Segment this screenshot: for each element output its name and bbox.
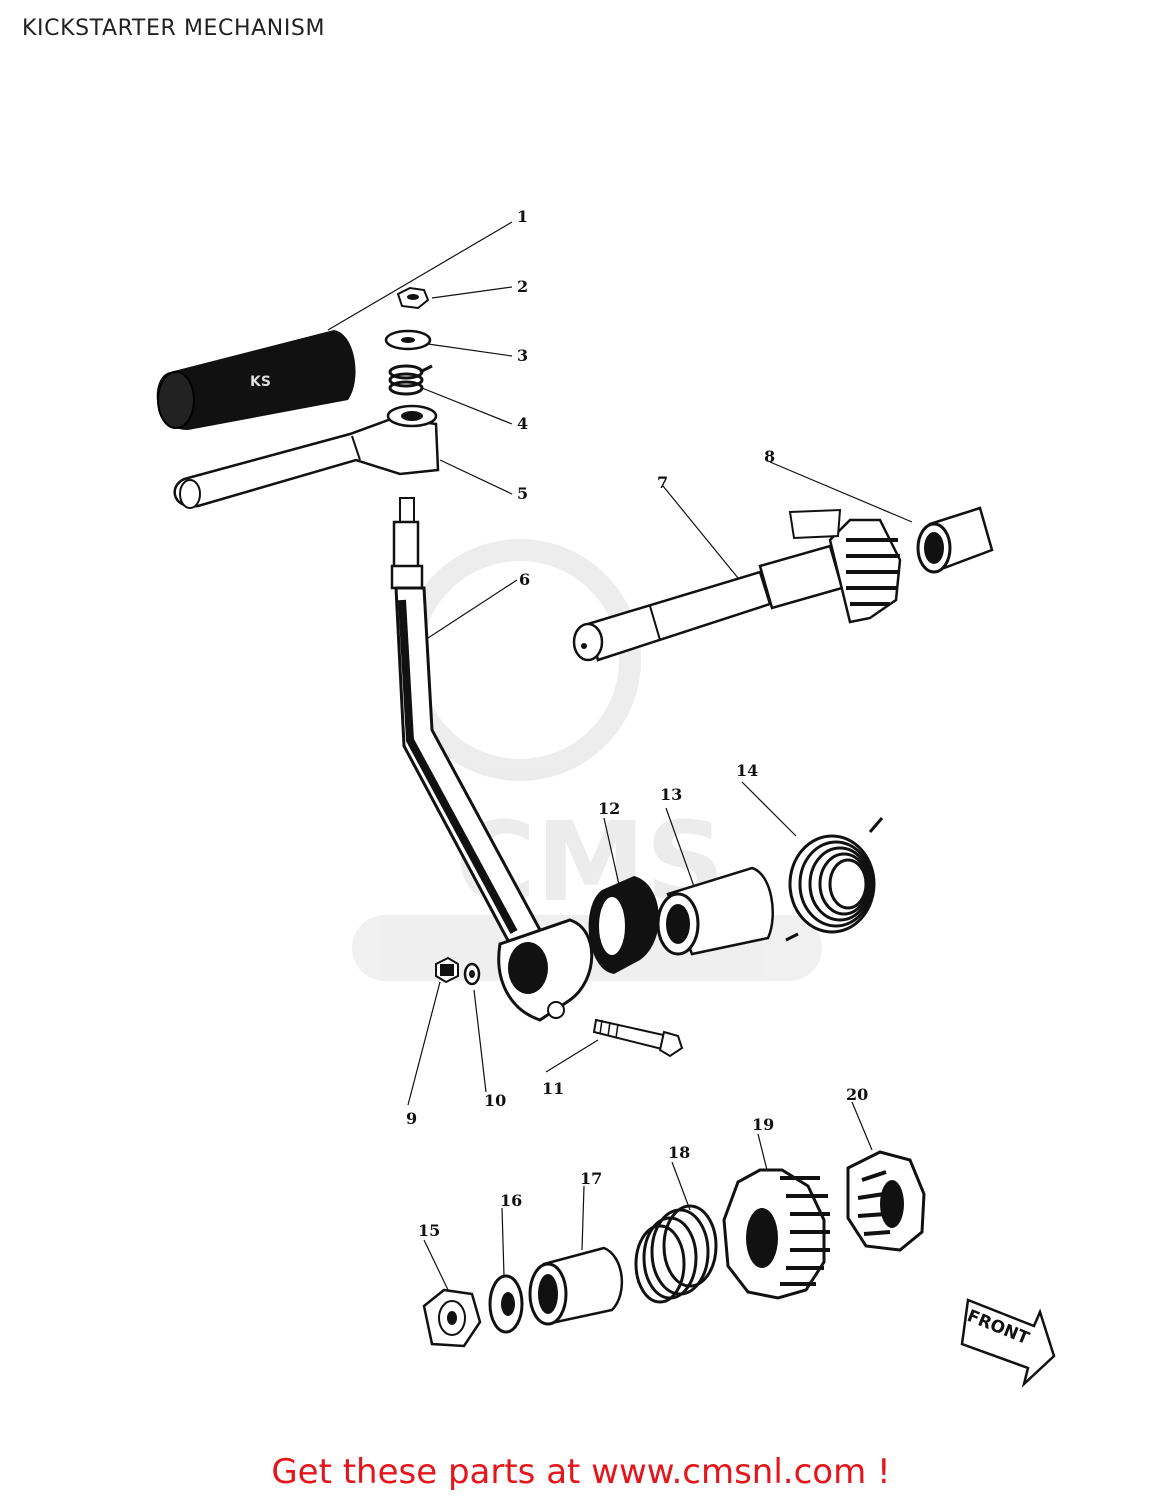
callout-3: 3 <box>517 346 528 365</box>
callout-14: 14 <box>736 761 758 780</box>
part-1-kick-rubber: KS <box>156 330 356 430</box>
part-16-washer <box>488 1274 524 1334</box>
part-9-nut <box>435 956 459 984</box>
callout-15: 15 <box>418 1221 440 1240</box>
callout-11: 11 <box>542 1079 564 1098</box>
part-19-kick-gear <box>722 1168 830 1300</box>
callout-9: 9 <box>406 1109 417 1128</box>
callout-13: 13 <box>660 785 682 804</box>
callout-19: 19 <box>752 1115 774 1134</box>
callout-17: 17 <box>580 1169 602 1188</box>
svg-text:KS: KS <box>250 374 271 390</box>
part-6-kick-lever <box>390 497 594 1022</box>
part-8-collar <box>916 506 994 574</box>
callout-8: 8 <box>764 447 775 466</box>
part-14-return-spring <box>785 817 884 942</box>
footer-link[interactable]: Get these parts at www.cmsnl.com ! <box>271 1452 891 1492</box>
part-4-spring <box>388 364 433 396</box>
part-20-ratchet <box>846 1150 926 1252</box>
callout-12: 12 <box>598 799 620 818</box>
page-title: KICKSTARTER MECHANISM <box>22 16 326 41</box>
part-10-washer <box>463 962 481 986</box>
callout-6: 6 <box>519 570 530 589</box>
callout-10: 10 <box>484 1091 506 1110</box>
front-direction-arrow: FRONT <box>960 1298 1056 1388</box>
part-7-kick-shaft <box>572 508 902 662</box>
part-2-nut <box>396 286 430 310</box>
callout-7: 7 <box>657 473 668 492</box>
callout-1: 1 <box>517 207 528 226</box>
callout-2: 2 <box>517 277 528 296</box>
callout-18: 18 <box>668 1143 690 1162</box>
part-3-washer <box>384 329 432 351</box>
part-5-kick-pedal-arm <box>173 404 440 509</box>
callout-16: 16 <box>500 1191 522 1210</box>
exploded-parts-diagram: CMS KS <box>156 207 1056 1388</box>
leader-lines <box>327 221 913 1295</box>
callout-4: 4 <box>517 414 528 433</box>
part-18-spring <box>634 1204 718 1304</box>
callout-20: 20 <box>846 1085 868 1104</box>
part-12-ring <box>588 876 659 974</box>
part-17-bush <box>528 1246 624 1326</box>
part-15-hex-nut <box>422 1288 482 1348</box>
part-11-bolt <box>592 1018 684 1058</box>
callout-5: 5 <box>517 484 528 503</box>
part-13-sleeve <box>656 866 774 956</box>
